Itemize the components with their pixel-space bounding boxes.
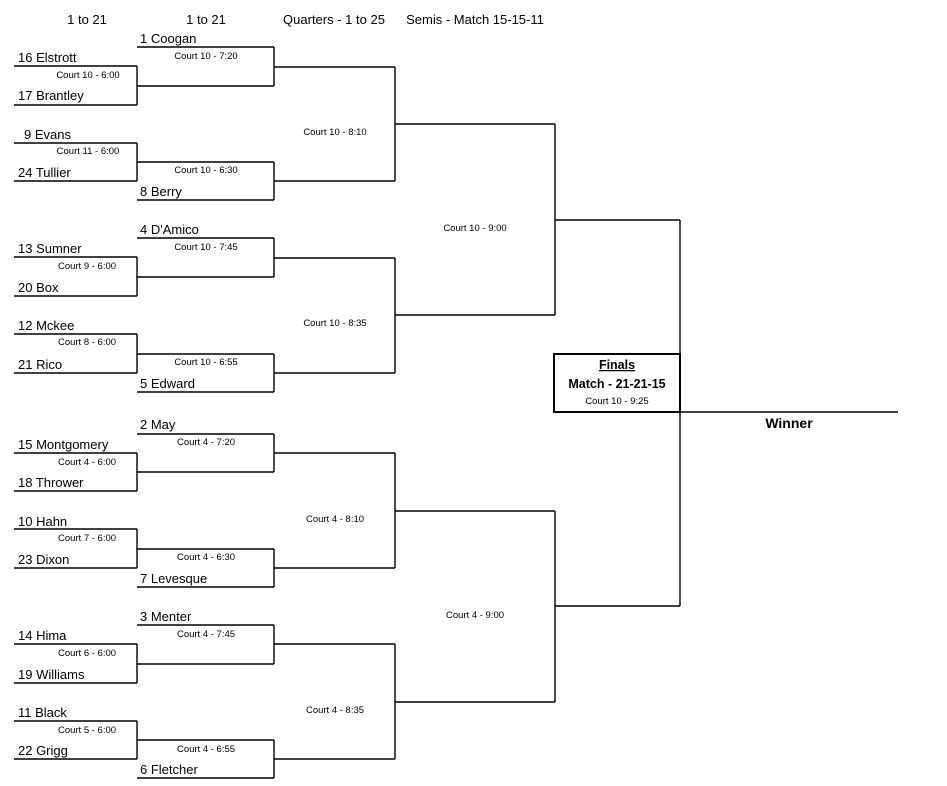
team-name: 20 Box <box>18 280 59 295</box>
finals-box: Finals Match - 21-21-15 Court 10 - 9:25 <box>553 353 681 413</box>
header-quarters: Quarters - 1 to 25 <box>283 12 385 27</box>
court-time: Court 9 - 6:00 <box>58 261 116 272</box>
court-time: Court 8 - 6:00 <box>58 337 116 348</box>
winner-label: Winner <box>765 415 813 431</box>
seed-name: 8 Berry <box>140 184 182 199</box>
court-time: Court 4 - 8:35 <box>306 705 364 716</box>
seed-name: 3 Menter <box>140 609 192 624</box>
round2-match-8: Court 4 - 6:55 6 Fletcher <box>137 739 275 779</box>
team-name: 17 Brantley <box>18 88 84 103</box>
court-time: Court 10 - 6:00 <box>56 70 119 81</box>
round1-match-2: 9 Evans Court 11 - 6:00 24 Tullier <box>14 127 138 182</box>
team-name: 15 Montgomery <box>18 437 109 452</box>
quarter-match-2: Court 10 - 8:35 <box>274 257 396 374</box>
round1-match-1: 16 Elstrott Court 10 - 6:00 17 Brantley <box>14 50 138 106</box>
court-time: Court 7 - 6:00 <box>58 533 116 544</box>
round2-match-2: Court 10 - 6:30 8 Berry <box>137 161 275 201</box>
quarter-match-4: Court 4 - 8:35 <box>274 643 396 760</box>
round1-match-3: 13 Sumner Court 9 - 6:00 20 Box <box>14 241 138 297</box>
court-time: Court 10 - 7:20 <box>174 51 237 62</box>
seed-name: 1 Coogan <box>140 31 196 46</box>
finals-match: Match - 21-21-15 <box>568 377 665 391</box>
semi-match-1: Court 10 - 9:00 <box>395 123 556 316</box>
court-time: Court 10 - 8:35 <box>303 318 366 329</box>
seed-name: 7 Levesque <box>140 571 207 586</box>
seed-name: 5 Edward <box>140 376 195 391</box>
team-name: 23 Dixon <box>18 552 69 567</box>
header-semis: Semis - Match 15-15-11 <box>406 12 544 27</box>
court-time: Court 11 - 6:00 <box>57 146 120 157</box>
team-name: 19 Williams <box>18 667 85 682</box>
team-name: 21 Rico <box>18 357 62 372</box>
team-name: 18 Thrower <box>18 475 84 490</box>
court-time: Court 4 - 6:30 <box>177 552 235 563</box>
round2-match-3: 4 D'Amico Court 10 - 7:45 <box>137 222 275 278</box>
round1-match-5: 15 Montgomery Court 4 - 6:00 18 Thrower <box>14 437 138 492</box>
court-time: Court 4 - 7:45 <box>177 629 235 640</box>
finals-title: Finals <box>599 358 635 372</box>
team-name: 11 Black <box>18 705 67 720</box>
team-name: 10 Hahn <box>18 514 67 529</box>
court-time: Court 5 - 6:00 <box>58 725 116 736</box>
finals-court: Court 10 - 9:25 <box>585 396 648 407</box>
round1-match-6: 10 Hahn Court 7 - 6:00 23 Dixon <box>14 514 138 569</box>
semi-match-2: Court 4 - 9:00 <box>395 510 556 703</box>
round1-match-7: 14 Hima Court 6 - 6:00 19 Williams <box>14 628 138 684</box>
court-time: Court 10 - 8:10 <box>303 127 366 138</box>
header-round2: 1 to 21 <box>186 12 226 27</box>
team-name: 9 Evans <box>24 127 71 142</box>
round2-match-6: Court 4 - 6:30 7 Levesque <box>137 548 275 588</box>
court-time: Court 10 - 6:30 <box>174 165 237 176</box>
court-time: Court 4 - 6:00 <box>58 457 116 468</box>
seed-name: 2 May <box>140 417 176 432</box>
court-time: Court 4 - 8:10 <box>306 514 364 525</box>
finals-box-border <box>553 353 681 413</box>
header-round1: 1 to 21 <box>67 12 107 27</box>
team-name: 12 Mckee <box>18 318 74 333</box>
court-time: Court 4 - 7:20 <box>177 437 235 448</box>
round2-match-7: 3 Menter Court 4 - 7:45 <box>137 609 275 665</box>
quarter-match-3: Court 4 - 8:10 <box>274 452 396 569</box>
round1-match-4: 12 Mckee Court 8 - 6:00 21 Rico <box>14 318 138 374</box>
team-name: 14 Hima <box>18 628 67 643</box>
court-time: Court 10 - 7:45 <box>174 242 237 253</box>
team-name: 24 Tullier <box>18 165 71 180</box>
court-time: Court 4 - 6:55 <box>177 744 235 755</box>
round2-match-5: 2 May Court 4 - 7:20 <box>137 417 275 473</box>
round1-match-8: 11 Black Court 5 - 6:00 22 Grigg <box>14 705 138 760</box>
court-time: Court 6 - 6:00 <box>58 648 116 659</box>
round2-match-4: Court 10 - 6:55 5 Edward <box>137 353 275 393</box>
court-time: Court 10 - 9:00 <box>443 223 506 234</box>
court-time: Court 10 - 6:55 <box>174 357 237 368</box>
seed-name: 4 D'Amico <box>140 222 199 237</box>
team-name: 13 Sumner <box>18 241 82 256</box>
seed-name: 6 Fletcher <box>140 762 198 777</box>
quarter-match-1: Court 10 - 8:10 <box>274 66 396 182</box>
court-time: Court 4 - 9:00 <box>446 610 504 621</box>
team-name: 22 Grigg <box>18 743 68 758</box>
round2-match-1: 1 Coogan Court 10 - 7:20 <box>137 31 275 87</box>
team-name: 16 Elstrott <box>18 50 77 65</box>
